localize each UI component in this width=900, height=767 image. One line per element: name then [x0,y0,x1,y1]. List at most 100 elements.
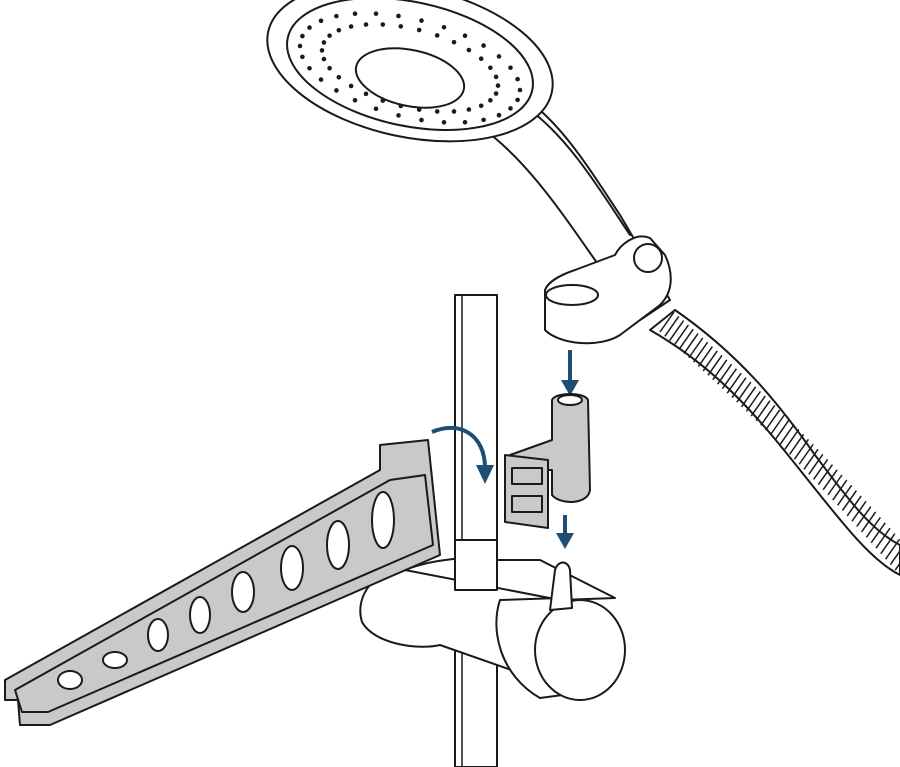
nozzle-dot [434,109,440,114]
hose-rib [812,458,829,480]
nozzle-dot [373,11,379,16]
nozzle-dot [508,106,513,111]
hose-rib [769,414,786,436]
hose-rib [827,474,843,496]
bracket-hole [57,670,83,690]
nozzle-dot [327,33,332,38]
nozzle-dot [478,103,484,109]
hose-rib [745,390,762,412]
bracket-hole [189,596,211,634]
nozzle-dot [416,107,422,112]
hose-rib [750,395,766,417]
hose-rib [880,533,896,555]
wall-holder [544,235,672,345]
nozzle-dot [496,54,502,59]
nozzle-dot [318,18,324,24]
nozzle-dot [488,98,493,103]
nozzle-dot [398,24,404,29]
hose-rib [716,363,733,385]
nozzle-dot [334,88,339,93]
nozzle-dot [336,74,342,80]
nozzle-dot [478,56,484,62]
bracket-hole [280,545,304,591]
hose-rib [875,527,891,549]
nozzle-dot [334,13,339,19]
nozzle-dot [352,11,358,16]
hose-rib [884,538,900,560]
nozzle-dot [481,117,486,123]
nozzle-dot [515,97,520,103]
nozzle-dot [396,113,401,118]
bracket-hole [147,618,169,652]
nozzle-dot [466,47,472,53]
bracket-hole [326,520,350,570]
nozzle-dot [348,24,354,29]
nozzle-dot [363,22,369,27]
nozzle-dot [352,98,358,103]
hose-rib [822,469,838,491]
hose-rib [697,346,714,368]
hose-rib [678,328,694,350]
nozzle-dot [318,77,324,82]
nozzle-dot [336,27,342,33]
nozzle-dot [398,103,404,109]
hose-rib [803,448,819,470]
nozzle-dot [488,65,493,71]
hose-rib [856,506,872,528]
hose-rib [860,511,877,533]
nozzle-dot [419,18,424,23]
hose-rib [702,350,718,372]
nozzle-dot [373,106,379,112]
nozzle-dot [508,65,513,71]
hose-rib [841,490,858,512]
nozzle-dot [307,25,312,30]
nozzle-dot [466,107,472,112]
hose-rib [774,419,790,441]
nozzle-dot [441,24,447,30]
nozzle-dot [321,56,327,62]
nozzle-dot [481,43,486,48]
hose-rib [688,337,704,359]
nozzle-dot [496,112,502,118]
hose-rib [721,368,738,390]
hose-rib [692,341,709,363]
shower-head [266,0,671,321]
hose-rib [755,400,771,422]
nozzle-dot [396,13,401,19]
bracket-hole [371,491,395,549]
nozzle-dot [300,33,305,39]
hose [649,309,900,576]
nozzle-dot [327,65,332,71]
hook-bracket [4,439,441,726]
hose-rib [740,386,757,408]
hose-rib [894,561,900,571]
nozzle-dot [380,22,386,27]
hose-rib [736,381,752,403]
nozzle-dot [515,76,520,82]
hose-rib [760,404,776,426]
hose-rib [668,320,685,342]
nozzle-dot [493,91,499,96]
riser-rail [454,294,498,767]
hose-rib [784,428,800,450]
slider-clamp [359,539,626,701]
nozzle-dot [493,74,499,80]
nozzle-dot [462,33,468,38]
nozzle-dot [307,65,312,71]
hose-rib [673,324,690,346]
hose-rib [851,500,867,522]
hose-rib [798,443,814,465]
nozzle-dot [495,83,501,88]
hose-rib [726,372,742,394]
bracket-hole [102,651,128,669]
hose-rib [865,516,882,538]
nozzle-dot [419,117,424,123]
hose-rib [889,549,900,566]
nozzle-dot [380,98,386,103]
nozzle-dot [451,109,457,114]
nozzle-dot [321,40,327,45]
hose-rib [659,311,675,333]
nozzle-dot [348,83,354,89]
hose-rib [707,354,723,376]
hose-rib [683,333,699,354]
